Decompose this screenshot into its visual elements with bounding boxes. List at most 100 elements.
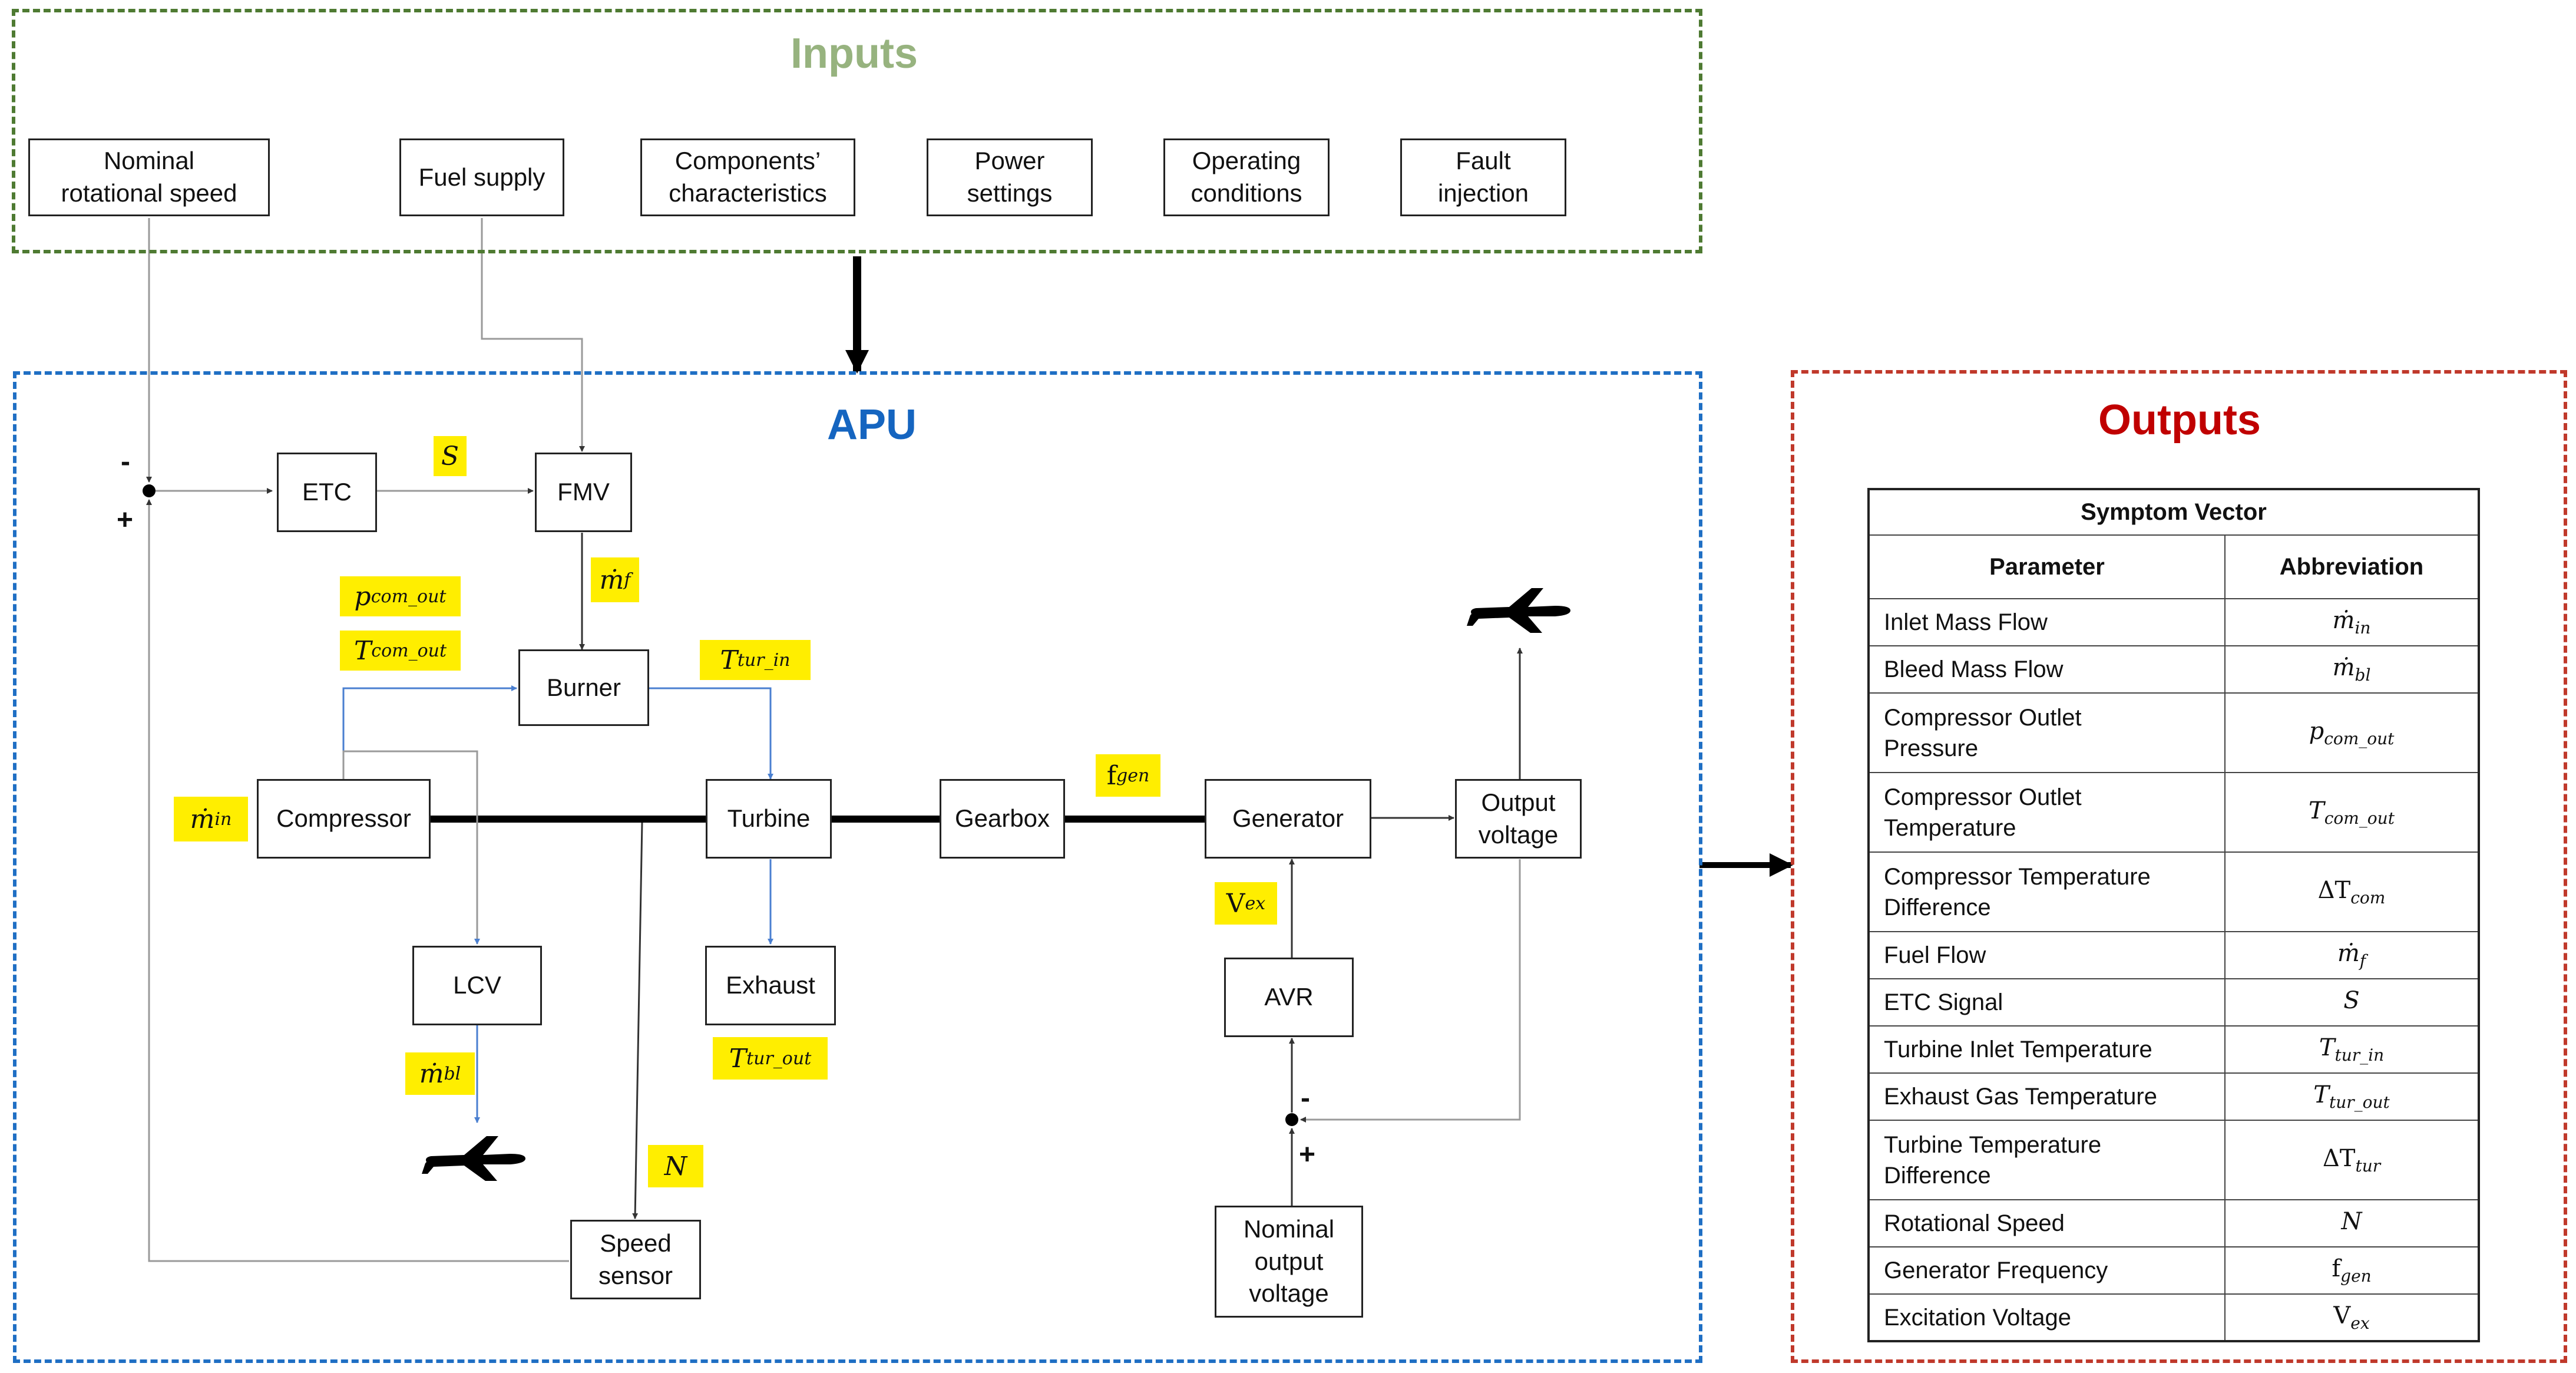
etc-block: ETC (277, 453, 377, 532)
abbreviation-subscript: com (2350, 887, 2386, 907)
column-header-parameter: Parameter (1868, 534, 2226, 599)
outputs-frame (1791, 370, 2567, 1363)
signal-p-com-out-base: p (354, 581, 371, 612)
abbreviation-subscript: in (2355, 618, 2371, 638)
signal-mdot-in-sub: in (214, 808, 232, 830)
abbreviation-base: ΔT (2317, 876, 2351, 904)
generator-block: Generator (1205, 779, 1371, 859)
wire-burner-to-turbine (649, 687, 773, 780)
fmv-block: FMV (535, 453, 632, 532)
table-row: Compressor Outlet Temperature Tcom_out (1868, 772, 2479, 853)
signal-f-gen-base: f (1106, 760, 1116, 791)
abbreviation-cell: pcom_out (2224, 692, 2479, 773)
abbreviation-cell: fgen (2224, 1246, 2479, 1295)
burner-block: Burner (518, 649, 649, 726)
abbreviation-subscript: bl (2355, 665, 2371, 685)
speed-sum-plus-sign: + (117, 504, 134, 536)
signal-t-tur-in-sub: tur_in (737, 649, 791, 671)
signal-v-ex-base: V (1226, 888, 1245, 919)
signal-n-base: N (664, 1151, 687, 1181)
avr-block: AVR (1224, 958, 1354, 1037)
output-voltage-block: Output voltage (1455, 779, 1582, 859)
signal-t-com-out-sub: com_out (371, 640, 447, 661)
abbreviation-base: ΔT (2322, 1144, 2356, 1172)
signal-t-com-out-base: T (353, 635, 372, 666)
input-nominal-rotational-speed: Nominal rotational speed (28, 138, 270, 216)
gearbox-block: Gearbox (940, 779, 1065, 859)
abbreviation-cell: Ttur_in (2224, 1025, 2479, 1074)
abbreviation-base: ṁ (2337, 940, 2360, 967)
signal-label-n: N (648, 1145, 703, 1187)
wire-shaft-to-speed-sensor (632, 822, 643, 1219)
abbreviation-base: T (2309, 797, 2324, 824)
wire-compressor-to-lcv (342, 750, 480, 945)
signal-v-ex-sub: ex (1245, 893, 1266, 914)
abbreviation-base: V (2333, 1302, 2351, 1329)
input-operating-conditions: Operating conditions (1163, 138, 1330, 216)
voltage-summing-junction (1285, 1113, 1298, 1126)
signal-t-tur-out-base: T (729, 1043, 747, 1074)
abbreviation-cell: ΔTtur (2224, 1120, 2479, 1200)
apu-frame (13, 371, 1702, 1363)
signal-t-tur-in-base: T (720, 645, 738, 675)
signal-mdot-f-base: ṁ (599, 565, 624, 595)
abbreviation-subscript: ex (2350, 1313, 2370, 1333)
abbreviation-cell: ṁf (2224, 931, 2479, 979)
parameter-cell: ETC Signal (1868, 978, 2226, 1027)
abbreviation-base: T (2313, 1081, 2329, 1108)
voltage-sum-minus-sign: - (1301, 1082, 1310, 1114)
column-header-abbreviation: Abbreviation (2224, 534, 2479, 599)
abbreviation-base: ṁ (2332, 607, 2355, 634)
abbreviation-subscript: com_out (2324, 808, 2395, 828)
signal-mdot-f-sub: f (624, 569, 631, 590)
parameter-cell: Excitation Voltage (1868, 1293, 2226, 1342)
voltage-sum-plus-sign: + (1299, 1139, 1316, 1170)
compressor-block: Compressor (257, 779, 431, 859)
abbreviation-cell: Vex (2224, 1293, 2479, 1342)
wire-fuel-to-fmv (481, 218, 585, 452)
signal-f-gen-sub: gen (1116, 765, 1150, 786)
parameter-cell: Turbine Inlet Temperature (1868, 1025, 2226, 1074)
wire-speed-feedback (146, 499, 569, 1262)
signal-mdot-bl-sub: bl (444, 1063, 461, 1084)
abbreviation-cell: Ttur_out (2224, 1072, 2479, 1121)
outputs-title: Outputs (2098, 397, 2261, 444)
exhaust-block: Exhaust (705, 946, 836, 1025)
wire-compressor-to-burner (342, 685, 517, 779)
speed-sensor-block: Speed sensor (570, 1220, 701, 1299)
parameter-cell: Compressor Outlet Temperature (1868, 772, 2226, 853)
speed-summing-junction (143, 484, 156, 497)
input-fuel-supply: Fuel supply (399, 138, 564, 216)
abbreviation-base: p (2309, 717, 2324, 745)
abbreviation-subscript: f (2359, 951, 2366, 971)
symptom-vector-table: Symptom Vector Parameter Abbreviation In… (1867, 488, 2480, 1342)
nominal-output-voltage-block: Nominal output voltage (1215, 1206, 1363, 1318)
lcv-block: LCV (412, 946, 542, 1025)
parameter-cell: Generator Frequency (1868, 1246, 2226, 1295)
signal-mdot-bl-base: ṁ (419, 1058, 444, 1089)
abbreviation-cell: ṁin (2224, 598, 2479, 646)
table-row: Compressor Temperature Difference ΔTcom (1868, 851, 2479, 932)
parameter-cell: Inlet Mass Flow (1868, 598, 2226, 646)
input-fault-injection: Fault injection (1400, 138, 1566, 216)
parameter-cell: Turbine Temperature Difference (1868, 1120, 2226, 1200)
parameter-cell: Compressor Temperature Difference (1868, 851, 2226, 932)
turbine-block: Turbine (706, 779, 832, 859)
abbreviation-cell: N (2224, 1199, 2479, 1247)
